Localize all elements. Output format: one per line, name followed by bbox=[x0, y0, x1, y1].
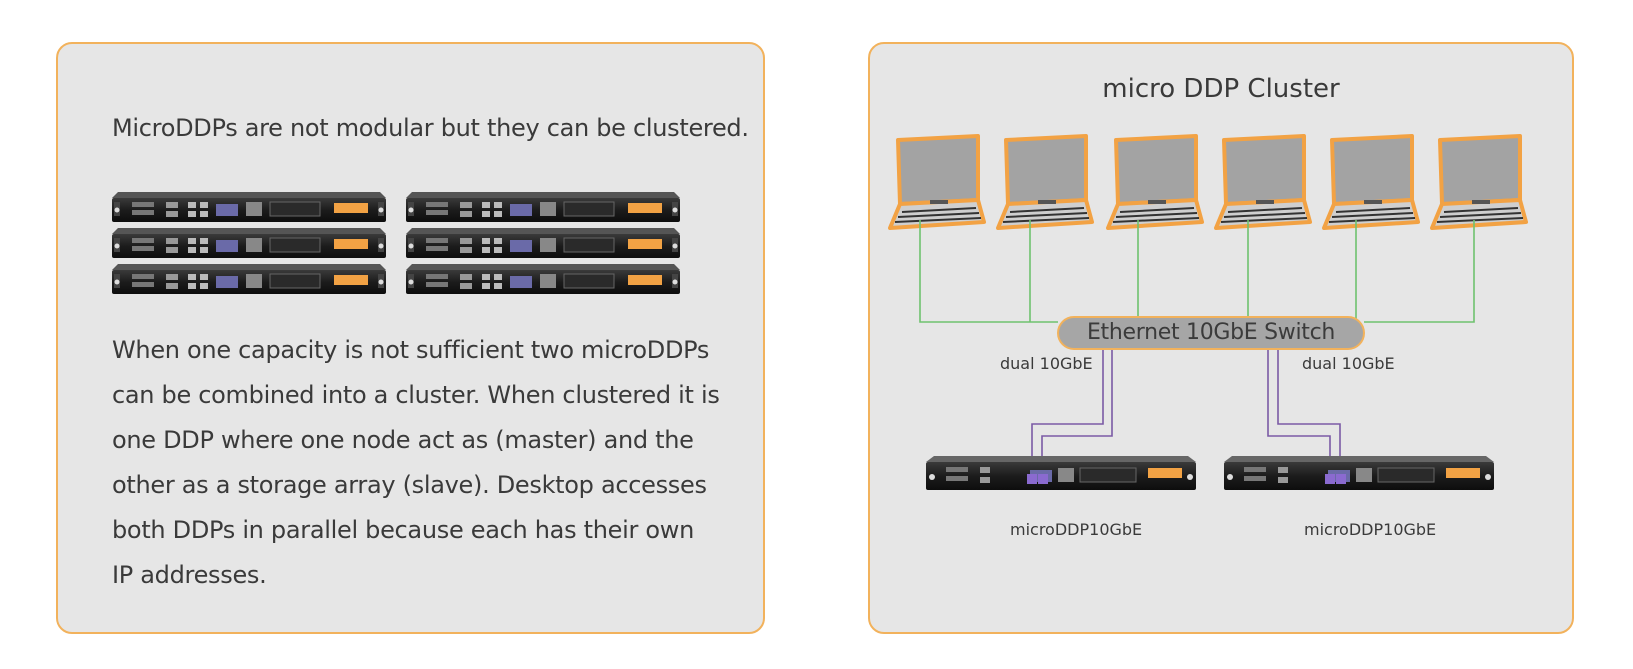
laptop-6 bbox=[1430, 134, 1528, 230]
storage-node-right bbox=[1223, 455, 1495, 491]
port-markers bbox=[1027, 474, 1346, 484]
laptop-3 bbox=[1106, 134, 1204, 230]
left-info-panel: MicroDDPs are not modular but they can b… bbox=[56, 42, 765, 634]
cluster-diagram-panel: micro DDP Cluster bbox=[868, 42, 1574, 634]
ethernet-switch: Ethernet 10GbE Switch bbox=[1057, 316, 1365, 350]
laptop-links bbox=[919, 220, 1475, 323]
link-label-right: dual 10GbE bbox=[1302, 354, 1395, 373]
laptop-1 bbox=[888, 134, 986, 230]
laptop-5 bbox=[1322, 134, 1420, 230]
server-stack-image bbox=[112, 191, 681, 295]
node-label-left: microDDP10GbE bbox=[1010, 520, 1143, 539]
storage-node-left bbox=[925, 455, 1197, 491]
intro-text: MicroDDPs are not modular but they can b… bbox=[112, 114, 749, 142]
node-label-right: microDDP10GbE bbox=[1304, 520, 1437, 539]
cluster-diagram bbox=[888, 134, 1528, 491]
laptop-4 bbox=[1214, 134, 1312, 230]
laptop-2 bbox=[996, 134, 1094, 230]
cluster-description: When one capacity is not sufficient two … bbox=[112, 336, 720, 589]
link-label-left: dual 10GbE bbox=[1000, 354, 1093, 373]
cluster-title: micro DDP Cluster bbox=[1102, 74, 1340, 104]
